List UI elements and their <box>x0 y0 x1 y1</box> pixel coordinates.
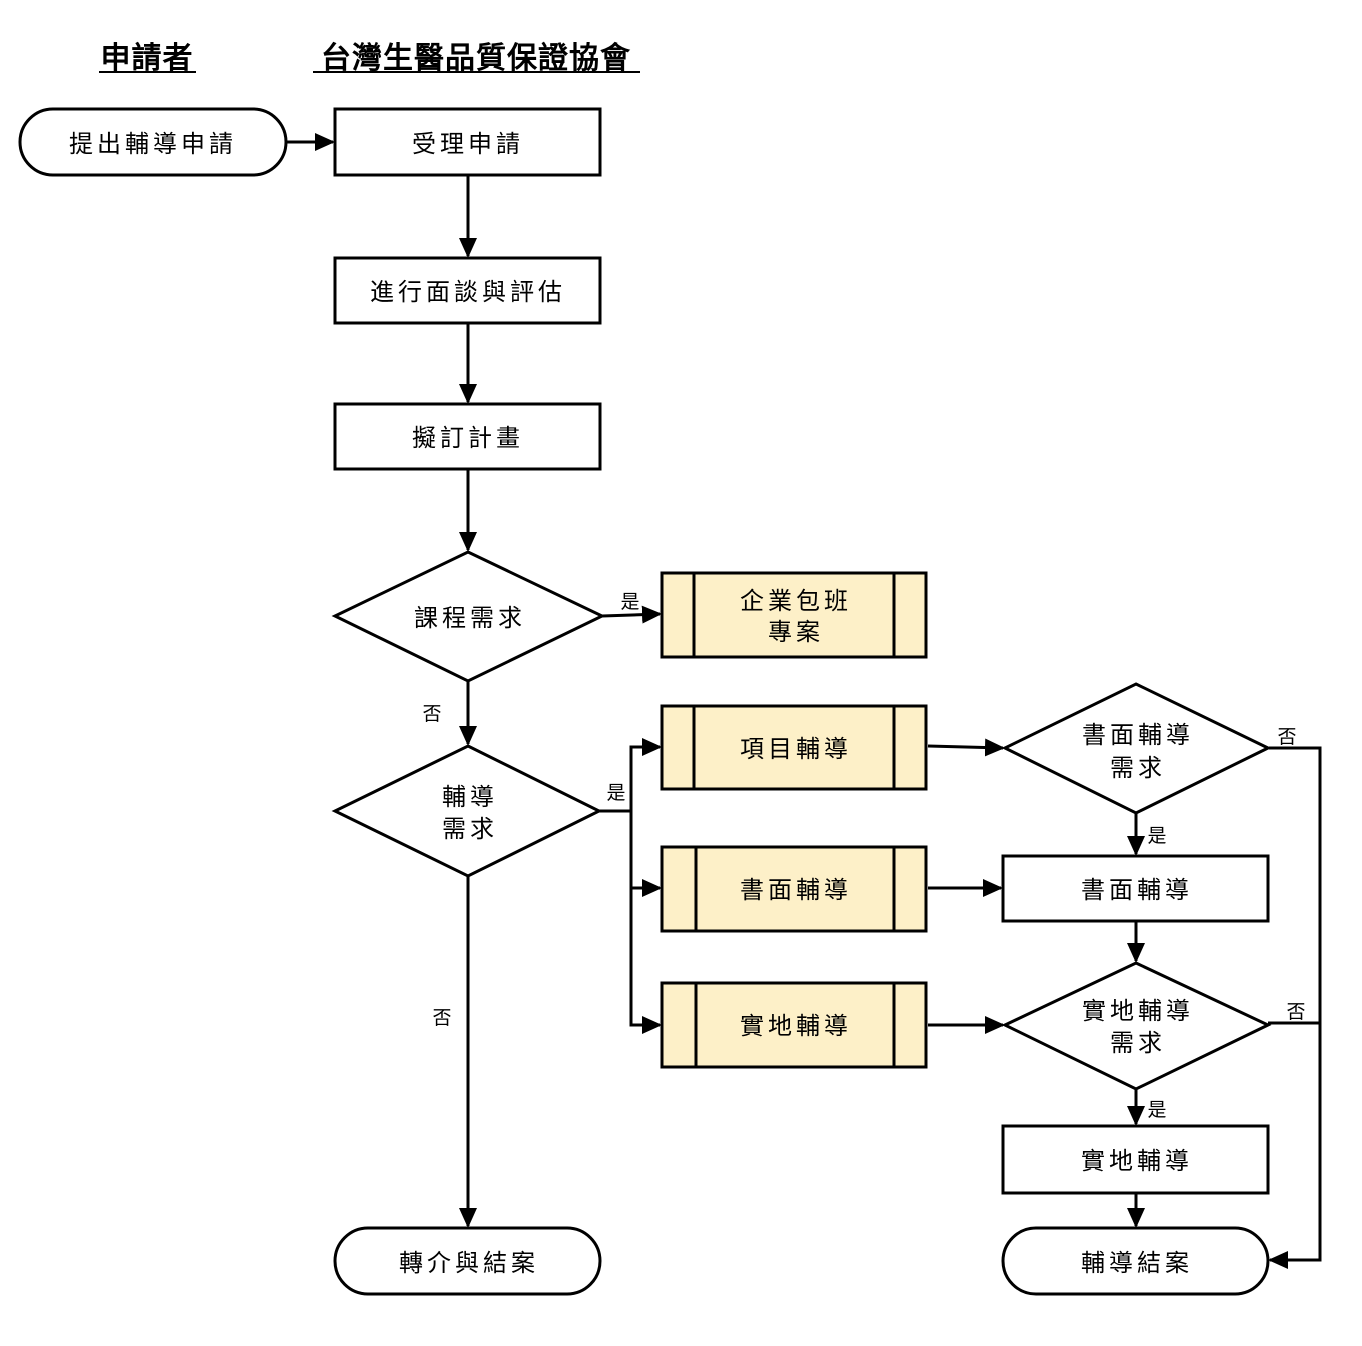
subprocess-onsite-coaching <box>660 981 928 1069</box>
process-interview <box>333 256 602 325</box>
terminal-submit-label: 提出輔導申請 <box>69 130 237 158</box>
edge-label-doc-yes: 是 <box>1147 825 1166 847</box>
terminal-submit <box>18 107 288 177</box>
lane-title-association: 台灣生醫品質保證協會 <box>321 41 631 76</box>
decision-doc-need <box>1001 682 1272 815</box>
edge-docneed-no-close <box>1268 746 1322 1269</box>
process-onsite-coaching-label: 實地輔導 <box>1081 1147 1193 1175</box>
process-doc-coaching-label: 書面輔導 <box>1081 876 1193 904</box>
subprocess-corporate <box>660 571 928 659</box>
decision-onsite-need-label-line1: 實地輔導 <box>1082 997 1194 1025</box>
subprocess-doc-coaching <box>660 845 928 933</box>
edges <box>286 133 1322 1269</box>
decision-coaching-need-label-line1: 輔導 <box>442 783 498 811</box>
process-doc-coaching <box>1001 854 1270 923</box>
subprocess-item-coaching <box>660 704 928 791</box>
process-accept <box>333 107 602 177</box>
edge-coach-doc <box>629 811 662 897</box>
decision-coaching-need <box>331 744 603 878</box>
process-plan-label: 擬訂計畫 <box>412 424 524 452</box>
edge-label-onsite-yes: 是 <box>1147 1099 1166 1121</box>
edge-label-course-yes: 是 <box>620 591 639 613</box>
decision-doc-need-label-line2: 需求 <box>1110 754 1166 782</box>
subprocess-onsite-coaching-label: 實地輔導 <box>740 1012 852 1040</box>
edge-label-coach-yes: 是 <box>606 782 625 804</box>
edge-item-docneed <box>927 738 1005 757</box>
terminal-coaching-close <box>1001 1226 1270 1296</box>
process-interview-label: 進行面談與評估 <box>370 278 566 306</box>
terminal-referral-close <box>333 1226 602 1296</box>
decision-course-need <box>331 550 606 683</box>
terminal-coaching-close-label: 輔導結案 <box>1081 1249 1193 1277</box>
decision-doc-need-label-line1: 書面輔導 <box>1082 721 1194 749</box>
subprocess-corporate-label-line1: 企業包班 <box>740 587 852 615</box>
lane-title-applicant: 申請者 <box>101 41 194 76</box>
process-plan <box>333 402 602 471</box>
terminal-referral-close-label: 轉介與結案 <box>399 1249 539 1277</box>
edge-coach-item <box>599 738 662 813</box>
decision-onsite-need <box>1001 961 1272 1091</box>
edge-label-coach-no: 否 <box>432 1007 451 1029</box>
edge-coach-onsite <box>629 888 662 1034</box>
decision-onsite-need-label-line2: 需求 <box>1110 1029 1166 1057</box>
edge-label-course-no: 否 <box>422 703 441 725</box>
subprocess-item-coaching-label: 項目輔導 <box>740 735 852 763</box>
process-accept-label: 受理申請 <box>412 130 524 158</box>
subprocess-doc-coaching-label: 書面輔導 <box>740 876 852 904</box>
subprocess-corporate-label-line2: 專案 <box>768 618 824 646</box>
process-onsite-coaching <box>1001 1124 1270 1195</box>
edge-label-onsite-no: 否 <box>1286 1001 1305 1023</box>
edge-label-doc-no: 否 <box>1277 726 1296 748</box>
decision-course-need-label: 課程需求 <box>414 604 526 632</box>
decision-coaching-need-label-line2: 需求 <box>442 815 498 843</box>
edge-course-corporate <box>601 605 662 624</box>
